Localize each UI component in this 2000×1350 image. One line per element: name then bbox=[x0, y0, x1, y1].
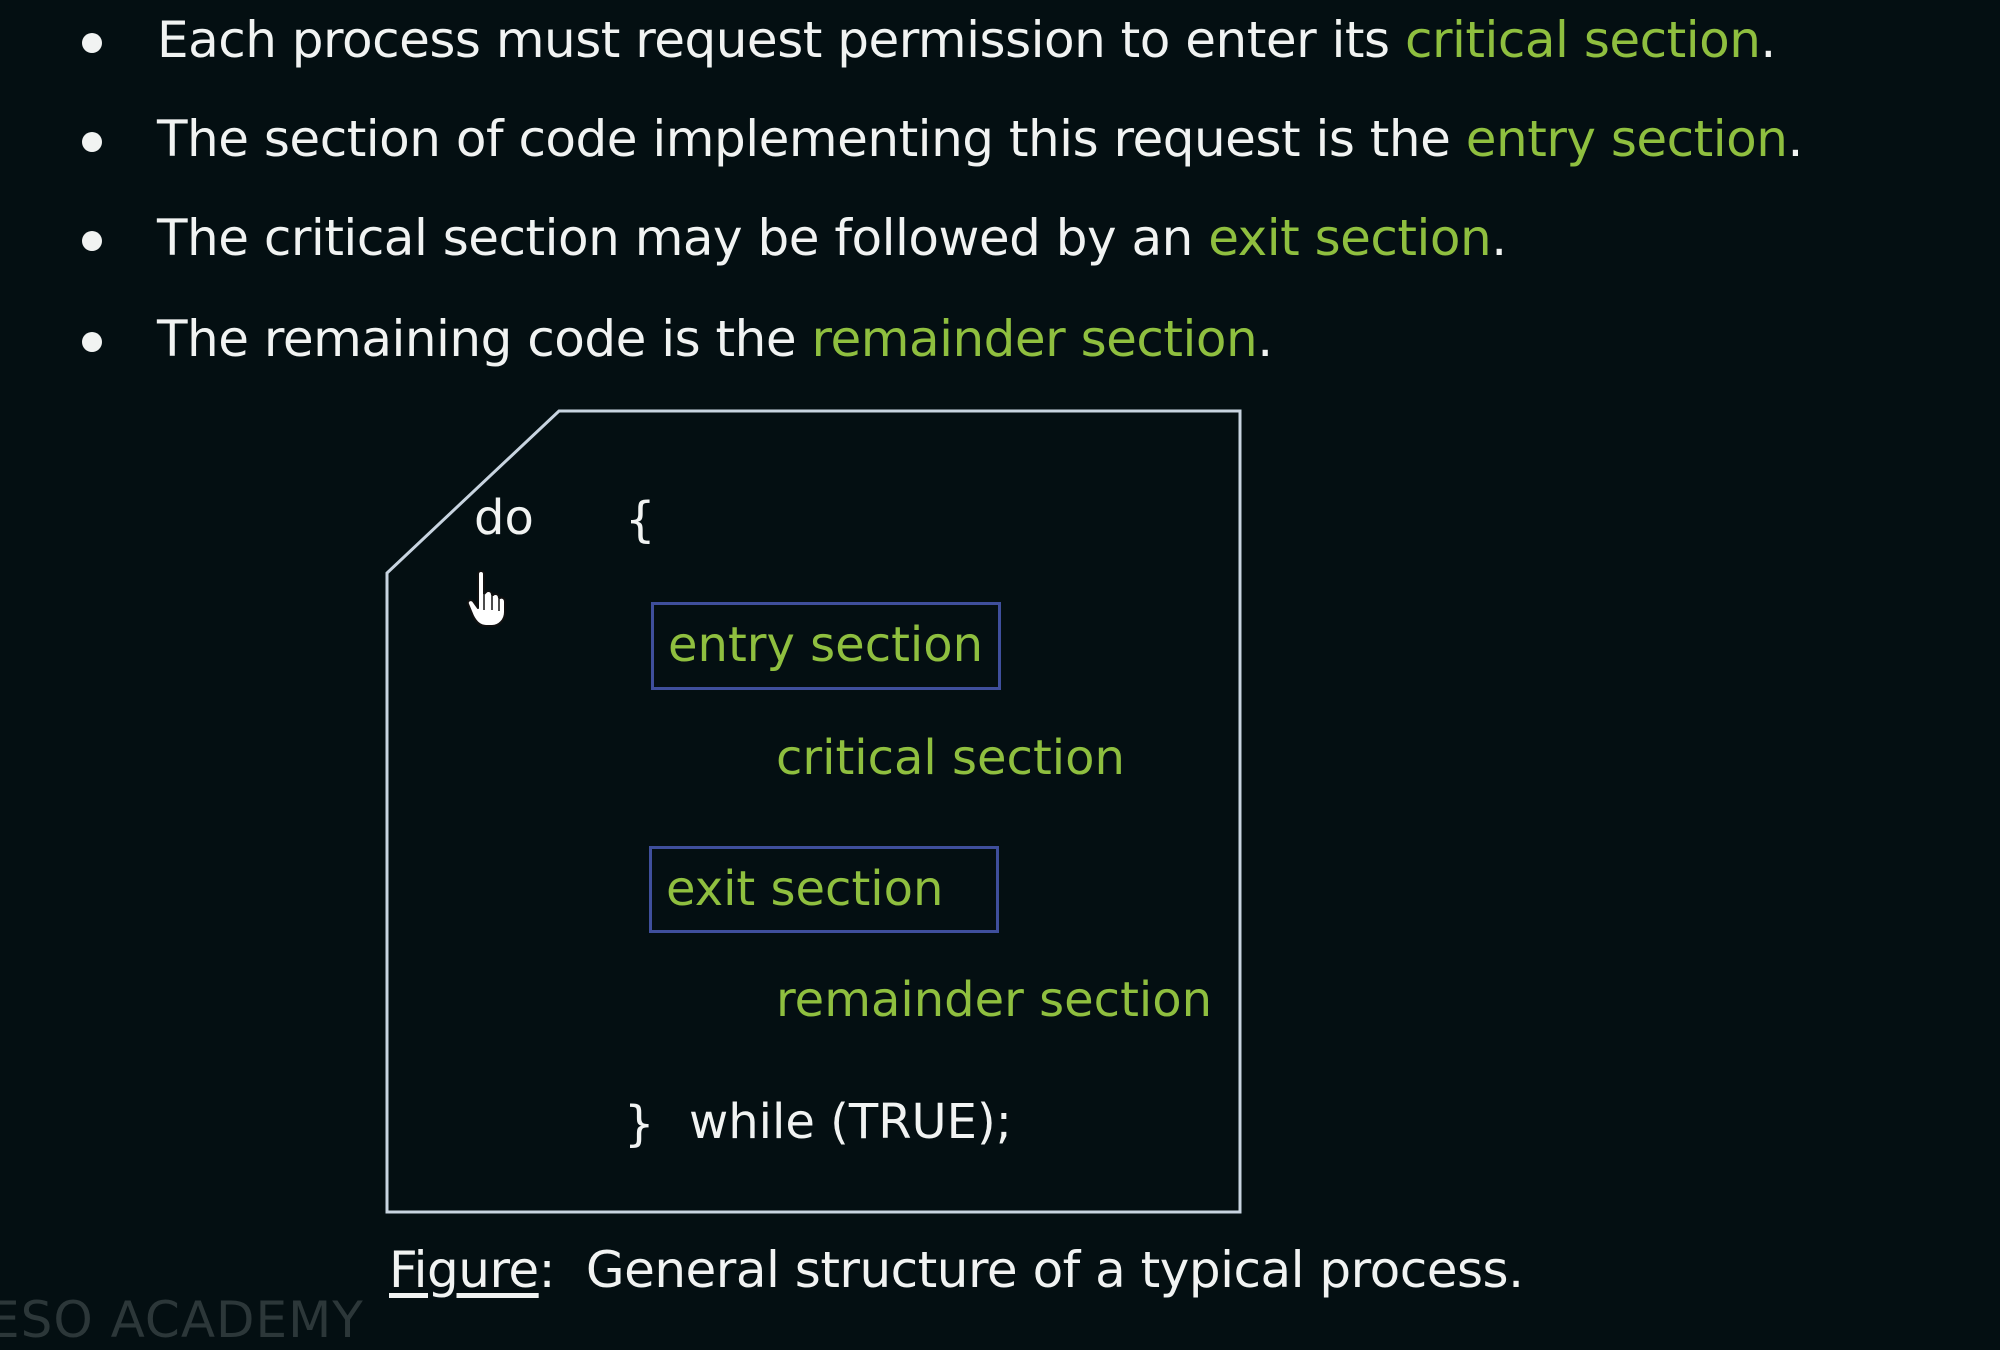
bullet-highlight: exit section bbox=[1208, 209, 1492, 267]
bullet-highlight: remainder section bbox=[811, 310, 1258, 368]
exit-section-label: exit section bbox=[666, 861, 944, 917]
bullet-dot bbox=[82, 132, 102, 152]
bullet-highlight: entry section bbox=[1465, 110, 1788, 168]
close-brace: } bbox=[624, 1096, 655, 1152]
remainder-section-label: remainder section bbox=[776, 972, 1213, 1028]
bullet-text: The remaining code is the remainder sect… bbox=[157, 310, 1273, 368]
bullet-item: The critical section may be followed by … bbox=[0, 203, 2000, 273]
caption-label: Figure bbox=[389, 1241, 539, 1299]
bullet-highlight: critical section bbox=[1404, 11, 1761, 69]
bullet-text: The critical section may be followed by … bbox=[157, 209, 1507, 267]
outer-frame bbox=[385, 409, 1242, 1214]
figure-caption: Figure: General structure of a typical p… bbox=[389, 1241, 1524, 1299]
entry-section-label: entry section bbox=[668, 617, 984, 673]
caption-text: General structure of a typical process. bbox=[585, 1241, 1524, 1299]
open-brace: { bbox=[625, 492, 656, 548]
hand-pointer-icon bbox=[466, 568, 506, 628]
do-keyword: do bbox=[474, 490, 534, 546]
bullet-dot bbox=[82, 231, 102, 251]
bullet-item: The remaining code is the remainder sect… bbox=[0, 304, 2000, 374]
entry-section-box: entry section bbox=[651, 602, 1001, 690]
bullet-dot bbox=[82, 33, 102, 53]
exit-section-box: exit section bbox=[649, 846, 999, 933]
bullet-dot bbox=[82, 332, 102, 352]
bullet-text: The section of code implementing this re… bbox=[157, 110, 1803, 168]
while-clause: while (TRUE); bbox=[689, 1094, 1012, 1150]
bullet-text: Each process must request permission to … bbox=[157, 11, 1776, 69]
watermark: ESO ACADEMY bbox=[0, 1291, 364, 1349]
bullet-item: Each process must request permission to … bbox=[0, 5, 2000, 75]
bullet-item: The section of code implementing this re… bbox=[0, 104, 2000, 174]
critical-section-label: critical section bbox=[776, 730, 1125, 786]
